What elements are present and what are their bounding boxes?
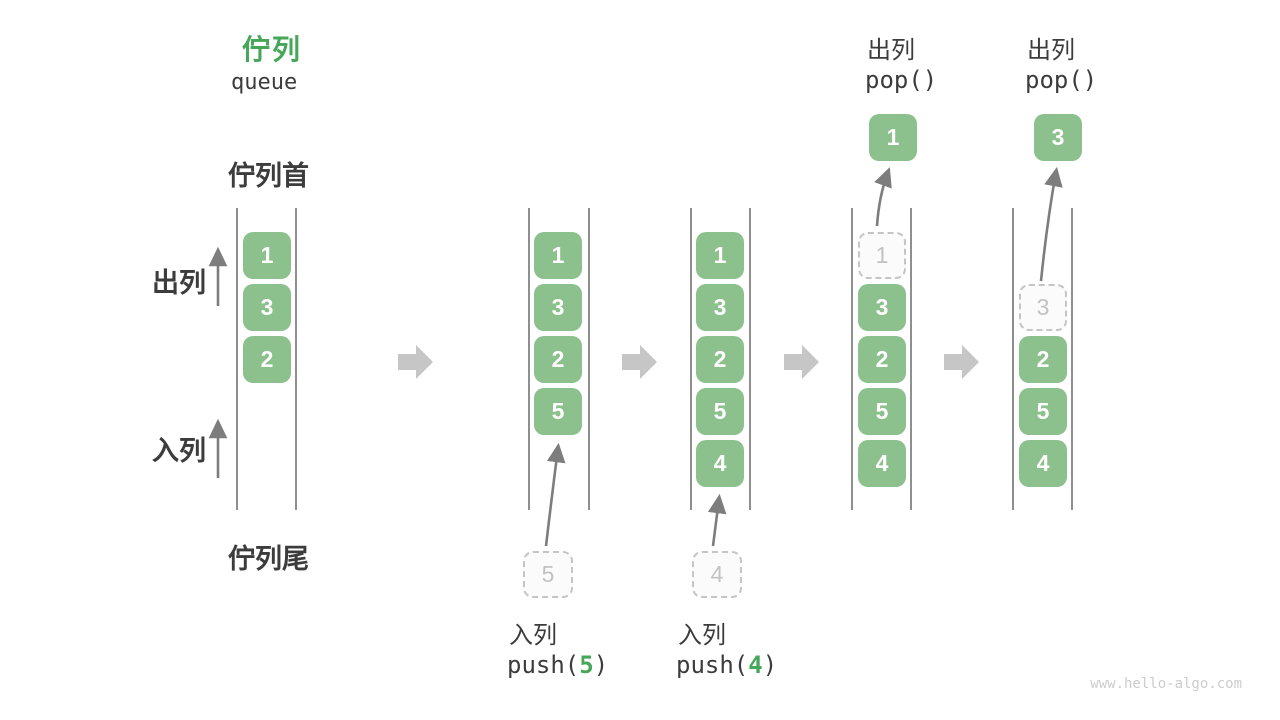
queue-cell: 3 [243, 284, 291, 331]
pop-op-label: 出列 [1027, 37, 1075, 64]
queue-cell: 5 [534, 388, 582, 435]
pop-op-label: 出列 [867, 37, 915, 64]
push-code-suffix: ) [593, 651, 609, 679]
transition-arrow [622, 345, 657, 379]
queue-cell: 5 [696, 388, 744, 435]
queue1-right-rail [295, 208, 297, 510]
transition-arrow [784, 345, 819, 379]
pending-push-cell: 5 [523, 551, 573, 598]
push-code-arg: 5 [579, 651, 594, 679]
popped-value-cell: 3 [1034, 114, 1082, 161]
pop-arrow [874, 167, 892, 227]
pop-arrow [1039, 166, 1063, 282]
push-code-prefix: push( [507, 651, 580, 679]
queue-front-label: 佇列首 [228, 161, 309, 191]
queue4-left-rail [851, 208, 853, 510]
queue-rear-label: 佇列尾 [228, 544, 309, 574]
push-op-code: push(4) [676, 651, 777, 679]
pop-op-code: pop() [865, 66, 938, 94]
page-title: 佇列 [242, 34, 303, 65]
queue5-right-rail [1071, 208, 1073, 510]
popped-value-cell: 1 [869, 114, 917, 161]
pending-push-cell: 4 [692, 551, 742, 598]
queue-cell: 2 [858, 336, 906, 383]
queue5-left-rail [1012, 208, 1014, 510]
dequeue-direction-label: 出列 [152, 268, 206, 298]
queue-cell: 2 [696, 336, 744, 383]
queue-cell: 4 [858, 440, 906, 487]
queue-cell: 1 [534, 232, 582, 279]
push-op-label: 入列 [678, 622, 726, 649]
queue2-left-rail [528, 208, 530, 510]
push-op-code: push(5) [507, 651, 608, 679]
queue1-left-rail [236, 208, 238, 510]
queue-cell: 2 [1019, 336, 1067, 383]
push-arrow [544, 442, 566, 547]
push-code-prefix: push( [676, 651, 749, 679]
queue3-left-rail [690, 208, 692, 510]
enqueue-direction-label: 入列 [152, 436, 206, 466]
watermark: www.hello-algo.com [1090, 676, 1242, 692]
push-code-arg: 4 [748, 651, 763, 679]
queue4-right-rail [910, 208, 912, 510]
queue-cell: 4 [696, 440, 744, 487]
queue-cell: 4 [1019, 440, 1067, 487]
queue-cell: 2 [243, 336, 291, 383]
popped-ghost-cell: 1 [858, 232, 906, 279]
queue-cell: 5 [1019, 388, 1067, 435]
push-arrow [707, 493, 727, 547]
queue3-right-rail [749, 208, 751, 510]
page-subtitle: queue [231, 70, 298, 95]
queue-cell: 5 [858, 388, 906, 435]
transition-arrow [398, 345, 433, 379]
queue-cell: 3 [696, 284, 744, 331]
queue-cell: 1 [696, 232, 744, 279]
push-code-suffix: ) [762, 651, 778, 679]
pop-op-code: pop() [1025, 66, 1098, 94]
queue-cell: 1 [243, 232, 291, 279]
transition-arrow [944, 345, 979, 379]
queue-cell: 2 [534, 336, 582, 383]
push-op-label: 入列 [509, 622, 557, 649]
queue-cell: 3 [534, 284, 582, 331]
queue2-right-rail [588, 208, 590, 510]
popped-ghost-cell: 3 [1019, 284, 1067, 331]
queue-cell: 3 [858, 284, 906, 331]
